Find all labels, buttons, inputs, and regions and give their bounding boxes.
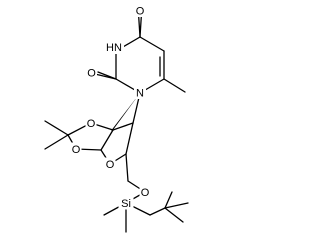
ether-o-text: O	[141, 187, 150, 199]
anomeric-wedge-bond	[111, 93, 140, 131]
atom-label-si: Si	[118, 196, 134, 210]
n1-text: N	[136, 88, 144, 100]
n3-hydrogen-text: H	[106, 42, 114, 54]
atom-label-o4: O	[134, 4, 146, 18]
tbs-isopropylidene-methyluridine-structure: O H N O N O O O O Si	[44, 4, 189, 233]
atom-label-n1: N	[134, 86, 146, 100]
n3-text: N	[114, 42, 122, 54]
atom-label-ether-o: O	[139, 185, 151, 199]
c6-methyl-bond	[163, 78, 186, 93]
acetonide-o-bottom-text: O	[72, 144, 81, 156]
atom-label-ring-o: O	[104, 157, 116, 171]
c2-carbonyl	[96, 71, 117, 80]
atom-label-o2: O	[86, 66, 97, 80]
acetonide-o-top-text: O	[87, 118, 96, 130]
ring-o-text: O	[106, 159, 115, 171]
atom-label-n3h: H N	[102, 39, 124, 54]
atom-label-acetonide-o-bottom: O	[70, 142, 82, 156]
c4-carbonyl	[137, 14, 143, 38]
o2-text: O	[87, 68, 96, 80]
si-text: Si	[121, 198, 131, 210]
o4-text: O	[136, 6, 145, 18]
atom-label-acetonide-o-top: O	[85, 116, 97, 130]
